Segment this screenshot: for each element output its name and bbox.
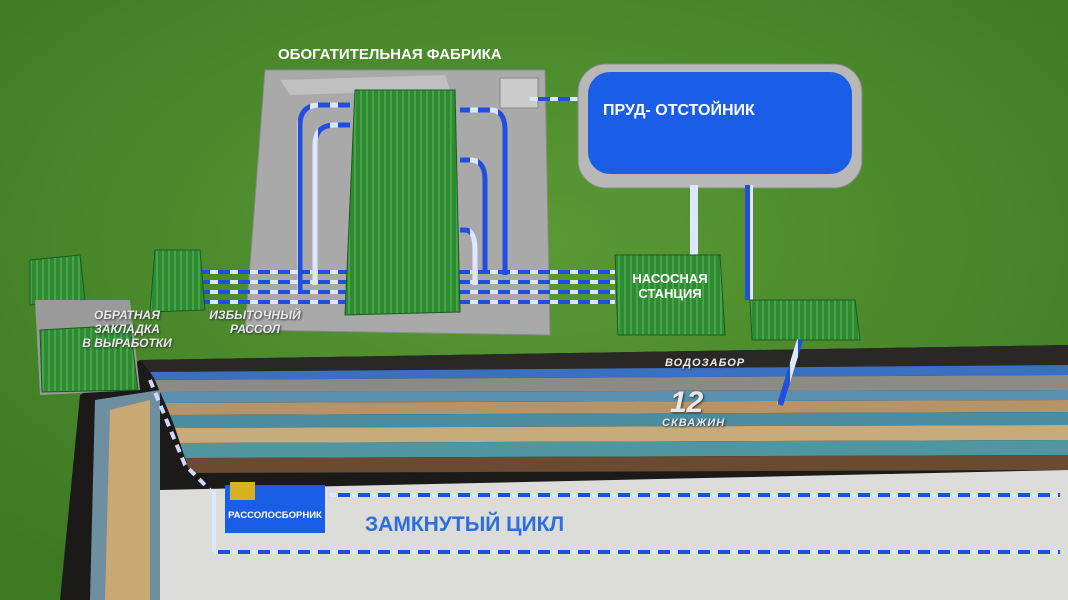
backfill-label: ОБРАТНАЯ ЗАКЛАДКА В ВЫРАБОТКИ xyxy=(72,308,182,350)
brine-collector-label: РАССОЛОСБОРНИК xyxy=(228,510,322,521)
wells-label: СКВАЖИН xyxy=(662,417,726,429)
backfill-line1: ОБРАТНАЯ xyxy=(94,308,160,322)
factory-building xyxy=(344,89,461,316)
excess-brine-line2: РАССОЛ xyxy=(229,321,281,336)
water-intake-label: ВОДОЗАБОР xyxy=(665,357,746,369)
closed-cycle-pipes xyxy=(148,379,1060,554)
brine-pump-icon xyxy=(230,482,255,500)
underground-section xyxy=(60,345,1068,600)
backfill-line2: ЗАКЛАДКА xyxy=(94,321,160,336)
pump-station-label: НАСОСНАЯ СТАНЦИЯ xyxy=(620,271,720,302)
well-pipe xyxy=(777,339,803,406)
vent-grate xyxy=(499,77,539,109)
pump-station-line1: НАСОСНАЯ xyxy=(632,271,708,286)
pond-label: ПРУД- ОТСТОЙНИК xyxy=(603,102,755,119)
factory-pipes xyxy=(297,102,508,290)
backfill-line3: В ВЫРАБОТКИ xyxy=(82,335,172,350)
pump-station-building xyxy=(614,254,726,336)
backfill-building xyxy=(39,324,139,393)
cavity-floor xyxy=(160,470,1068,600)
water-intake-building xyxy=(749,299,861,341)
pump-station-line2: СТАНЦИЯ xyxy=(638,285,702,301)
pond-water xyxy=(588,72,852,174)
wells-count: 12 xyxy=(670,386,704,419)
excess-brine-line1: ИЗБЫТОЧНЫЙ xyxy=(209,308,301,322)
excess-brine-label: ИЗБЫТОЧНЫЙ РАССОЛ xyxy=(200,308,310,337)
factory-label: ОБОГАТИТЕЛЬНАЯ ФАБРИКА xyxy=(278,46,502,63)
closed-cycle-label: ЗАМКНУТЫЙ ЦИКЛ xyxy=(365,513,565,536)
